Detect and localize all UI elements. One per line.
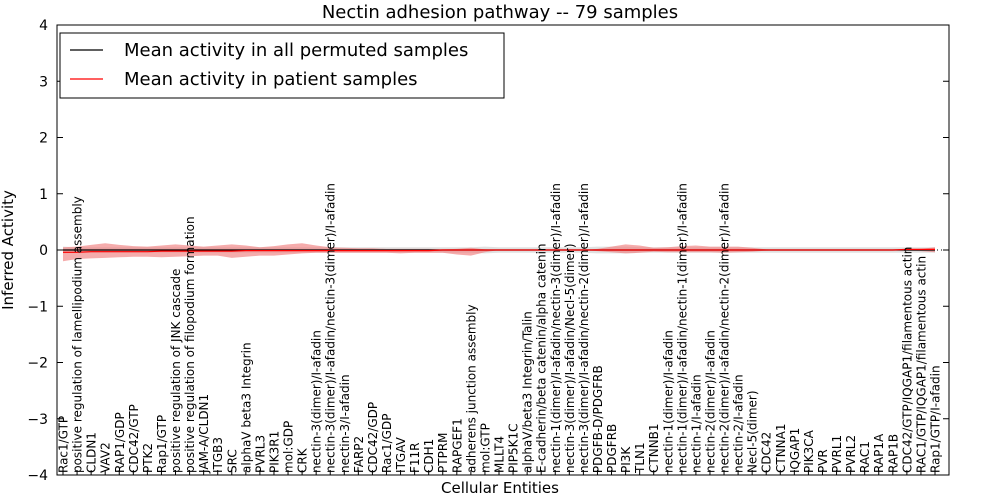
x-tick-label: RAP1/GDP <box>113 412 127 473</box>
legend-label-patient: Mean activity in patient samples <box>124 69 418 90</box>
x-tick-label: mol:GDP <box>282 421 296 473</box>
x-tick-label: CTNNB1 <box>647 423 661 473</box>
x-tick-label: CDC42/GTP/IQGAP1/filamentous actin <box>900 247 914 473</box>
y-tick-label: 0 <box>39 243 48 259</box>
x-tick-label: nectin-3/I-afadin <box>338 374 352 473</box>
y-axis: −4 −3 −2 −1 0 1 2 3 4 <box>27 18 949 484</box>
x-tick-label: nectin-2(dimer)/I-afadin <box>704 330 718 473</box>
y-tick-label: −4 <box>27 468 48 484</box>
x-tick-label: JAM-A/CLDN1 <box>197 394 211 474</box>
x-tick-label: PIK3CA <box>802 429 816 473</box>
x-tick-label: nectin-1(dimer)/I-afadin/nectin-3(dimer)… <box>549 183 563 473</box>
x-tick-label: nectin-2/I-afadin <box>732 374 746 473</box>
x-tick-label: nectin-1(dimer)/I-afadin <box>661 330 675 473</box>
x-tick-label: RAC1/GTP/IQGAP1/filamentous actin <box>914 256 928 473</box>
x-tick-label: PDGFRB <box>605 424 619 473</box>
legend-box <box>59 32 505 99</box>
x-tick-label: positive regulation of filopodium format… <box>183 216 197 473</box>
x-tick-label: nectin-3(dimer)/I-afadin/nectin-3(dimer)… <box>324 183 338 473</box>
x-tick-label: PTPRM <box>436 432 450 473</box>
x-tick-label: nectin-3(dimer)/I-afadin/Necl-5(dimer) <box>563 243 577 473</box>
x-tick-label: E-cadherin/beta catenin/alpha catenin <box>535 243 549 473</box>
x-tick-label: ITGAV <box>394 436 408 473</box>
x-tick-label: IQGAP1 <box>788 428 802 473</box>
x-tick-label: positive regulation of lamellipodium ass… <box>71 196 85 473</box>
x-tick-label: PTK2 <box>141 443 155 473</box>
x-tick-label: PVR <box>816 449 830 473</box>
y-tick-label: −2 <box>27 356 48 372</box>
x-tick-label: PI3K <box>619 446 633 473</box>
patient-range-band <box>63 243 935 262</box>
x-tick-label: FARP2 <box>352 436 366 473</box>
x-tick-label: CLDN1 <box>85 432 99 473</box>
x-tick-label: VAV2 <box>99 442 113 473</box>
x-tick-label: RAPGEF1 <box>450 418 464 473</box>
x-tick-label: PVRL2 <box>844 435 858 473</box>
legend-label-permuted: Mean activity in all permuted samples <box>124 40 468 61</box>
y-tick-label: 2 <box>39 131 48 147</box>
x-tick-label: F11R <box>408 442 422 473</box>
y-axis-label: Inferred Activity <box>0 190 17 310</box>
y-tick-label: 4 <box>39 18 48 34</box>
x-tick-label: Rac1/GTP <box>57 416 71 473</box>
x-tick-label: CDC42 <box>760 432 774 473</box>
x-tick-label: SRC <box>225 449 239 473</box>
chart-title: Nectin adhesion pathway -- 79 samples <box>322 2 678 23</box>
x-tick-label: Rap1/GTP <box>155 415 169 473</box>
x-tick-label: nectin-1/I-afadin <box>689 374 703 473</box>
x-tick-label: nectin-3(dimer)/I-afadin/nectin-2(dimer)… <box>577 183 591 473</box>
x-tick-label: RAC1 <box>858 441 872 473</box>
x-tick-label: Rap1/GTP/I-afadin <box>929 365 943 473</box>
x-tick-label: RAP1A <box>872 433 886 473</box>
x-tick-label: ITGB3 <box>211 437 225 473</box>
x-tick-label: PIP5K1C <box>507 424 521 474</box>
plot-area <box>57 243 949 262</box>
x-tick-label: alphaV beta3 Integrin <box>239 342 253 473</box>
x-axis-label: Cellular Entities <box>441 479 559 497</box>
x-tick-label: nectin-2(dimer)/I-afadin/nectin-2(dimer)… <box>718 183 732 473</box>
x-tick-label: CDC42/GTP <box>127 404 141 473</box>
y-tick-label: 1 <box>39 187 48 203</box>
legend: Mean activity in all permuted samples Me… <box>59 32 505 99</box>
x-tick-label: positive regulation of JNK cascade <box>169 269 183 473</box>
x-tick-label: PVRL1 <box>830 435 844 473</box>
x-tick-label: RAP1B <box>886 434 900 473</box>
y-tick-label: −3 <box>27 412 48 428</box>
x-tick-label: CRK <box>296 447 310 473</box>
x-tick-label: CDC42/GDP <box>366 402 380 473</box>
x-tick-label: mol:GTP <box>478 423 492 473</box>
y-tick-label: 3 <box>39 74 48 90</box>
x-tick-label: nectin-1(dimer)/I-afadin/nectin-1(dimer)… <box>675 183 689 473</box>
y-tick-label: −1 <box>27 299 48 315</box>
x-tick-label: nectin-3(dimer)/I-afadin <box>310 330 324 473</box>
x-tick-label: PIK3R1 <box>268 431 282 473</box>
x-tick-label: alphaV/beta3 Integrin/Talin <box>521 311 535 473</box>
x-tick-label: TLN1 <box>633 442 647 474</box>
patient-mean-line <box>63 248 935 253</box>
x-tick-label: PVRL3 <box>253 435 267 473</box>
x-tick-label: adherens junction assembly <box>464 304 478 473</box>
x-tick-label: PDGFB-D/PDGFRB <box>591 365 605 473</box>
x-tick-label: CDH1 <box>422 439 436 473</box>
x-tick-label: Necl-5(dimer) <box>746 390 760 473</box>
x-tick-label: MLLT4 <box>493 436 507 473</box>
x-tick-label: Rac1/GDP <box>380 414 394 473</box>
x-tick-label: CTNNA1 <box>774 423 788 473</box>
